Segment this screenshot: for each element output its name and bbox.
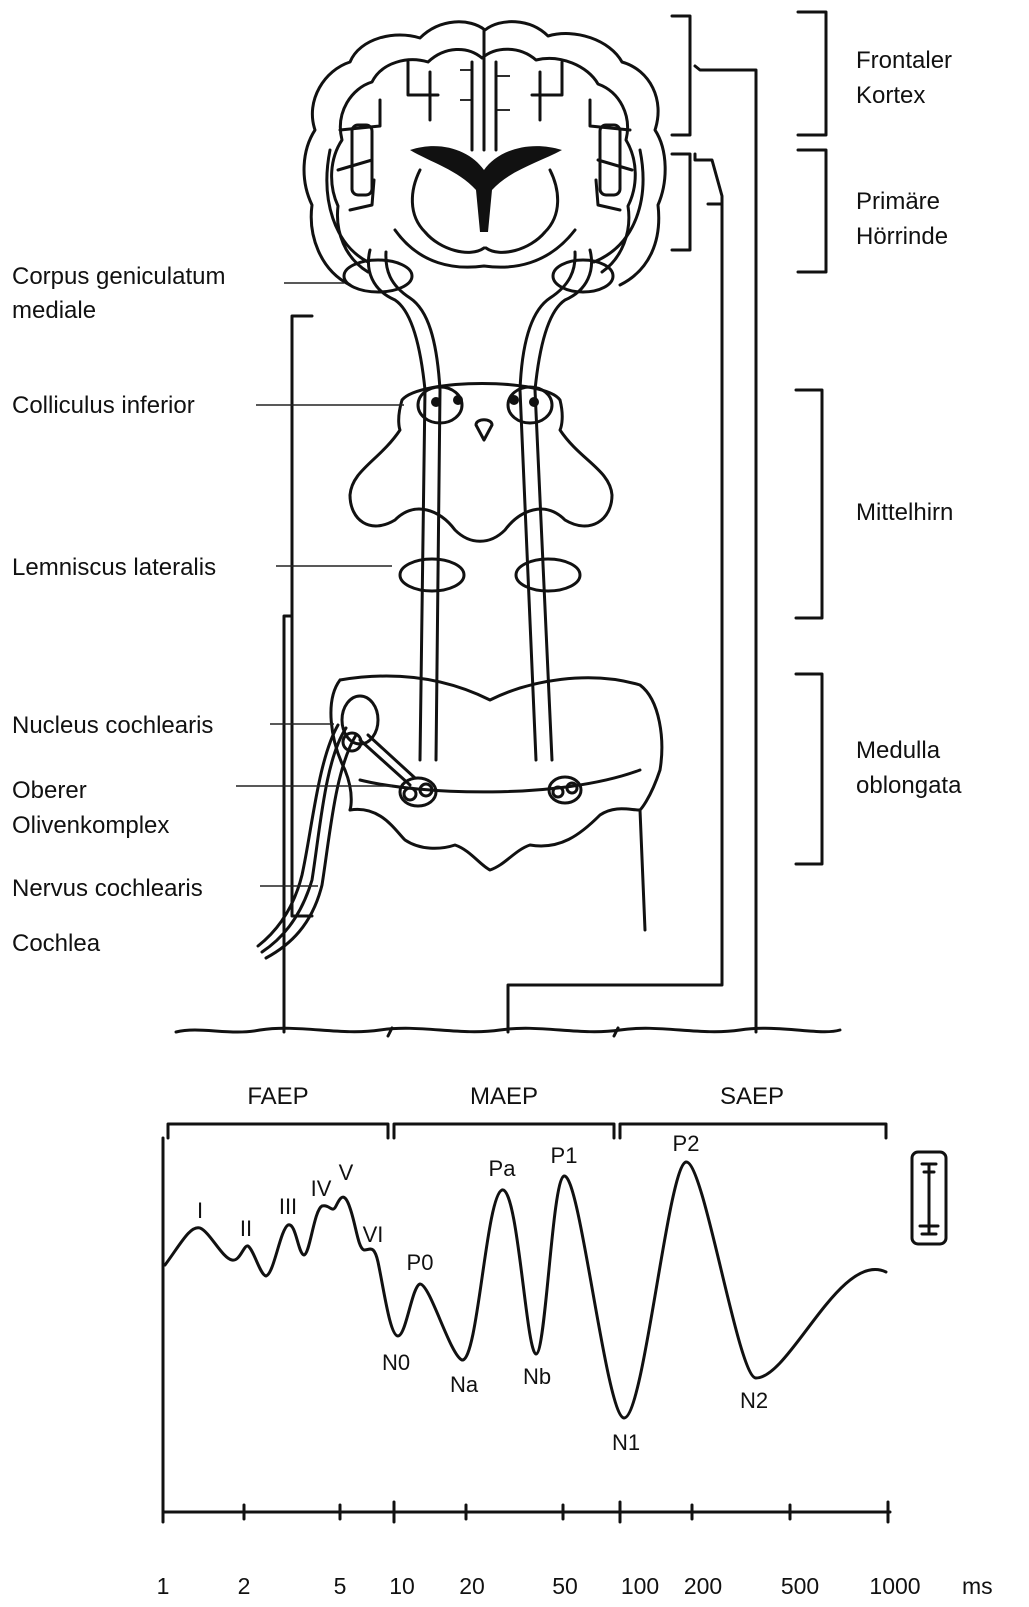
x-unit-label: ms: [962, 1573, 993, 1599]
label-lemniscus-lateralis: Lemniscus lateralis: [12, 554, 216, 581]
medulla-section: [331, 676, 662, 930]
tick-label-500: 500: [781, 1573, 819, 1599]
trough-label-N1: N1: [612, 1430, 640, 1455]
tick-label-20: 20: [459, 1573, 485, 1599]
lemniscus-right: [516, 559, 580, 591]
label-corpus-geniculatum-1: Corpus geniculatum: [12, 263, 225, 290]
label-olivenkomplex-2: Olivenkomplex: [12, 812, 169, 839]
label-nucleus-cochlearis: Nucleus cochlearis: [12, 712, 213, 739]
trough-label-Nb: Nb: [523, 1364, 551, 1389]
label-primaere-1: Primäre: [856, 188, 940, 215]
label-olivenkomplex-1: Oberer: [12, 777, 87, 804]
peak-label-P2: P2: [673, 1131, 700, 1156]
label-primaere-2: Hörrinde: [856, 223, 948, 250]
label-colliculus-inferior: Colliculus inferior: [12, 392, 195, 419]
tick-label-1000: 1000: [869, 1573, 920, 1599]
section-saep: SAEP: [720, 1083, 784, 1110]
x-tick-labels: 1 2 5 10 20 50 100 200 500 1000 ms: [157, 1573, 993, 1599]
waveform-axes: [163, 1138, 890, 1522]
trough-label-N0: N0: [382, 1350, 410, 1375]
anatomy-labels: Corpus geniculatum mediale Colliculus in…: [12, 263, 225, 957]
label-medulla-1: Medulla: [856, 737, 941, 764]
label-frontaler-2: Kortex: [856, 82, 925, 109]
electrode-wiring: [176, 66, 840, 1036]
peak-label-VI: VI: [363, 1222, 384, 1247]
region-labels: Frontaler Kortex Primäre Hörrinde Mittel…: [856, 47, 962, 799]
label-mittelhirn: Mittelhirn: [856, 499, 953, 526]
trough-label-N2: N2: [740, 1388, 768, 1413]
peak-label-Pa: Pa: [489, 1156, 517, 1181]
tick-label-2: 2: [238, 1573, 251, 1599]
peak-label-P0: P0: [407, 1250, 434, 1275]
peak-label-III: III: [279, 1194, 297, 1219]
label-frontaler-1: Frontaler: [856, 47, 952, 74]
tick-label-10: 10: [389, 1573, 415, 1599]
label-corpus-geniculatum-2: mediale: [12, 297, 96, 324]
label-cochlea: Cochlea: [12, 930, 101, 957]
tick-label-5: 5: [334, 1573, 347, 1599]
tick-label-100: 100: [621, 1573, 659, 1599]
lemniscus-left: [400, 559, 464, 591]
auditory-tracts: [327, 150, 643, 760]
leader-lines: [236, 283, 404, 886]
tick-label-1: 1: [157, 1573, 170, 1599]
tick-label-50: 50: [552, 1573, 578, 1599]
label-medulla-2: oblongata: [856, 772, 962, 799]
peak-labels: I II III IV V VI P0 Pa P1 P2: [197, 1131, 700, 1275]
polarity-scale-icon: [912, 1152, 946, 1244]
section-maep: MAEP: [470, 1083, 538, 1110]
cerebral-cortex: [304, 22, 665, 285]
midbrain-section: [350, 384, 612, 542]
peak-label-I: I: [197, 1198, 203, 1223]
trough-labels: N0 Na Nb N1 N2: [382, 1350, 768, 1455]
region-brackets: [672, 12, 826, 864]
trough-label-Na: Na: [450, 1372, 479, 1397]
peak-label-IV: IV: [311, 1176, 332, 1201]
label-nervus-cochlearis: Nervus cochlearis: [12, 875, 203, 902]
peak-label-P1: P1: [551, 1143, 578, 1168]
peak-label-V: V: [339, 1160, 354, 1185]
peak-label-II: II: [240, 1216, 252, 1241]
section-faep: FAEP: [247, 1083, 308, 1110]
tick-label-200: 200: [684, 1573, 722, 1599]
section-brackets: FAEP MAEP SAEP: [168, 1083, 886, 1138]
